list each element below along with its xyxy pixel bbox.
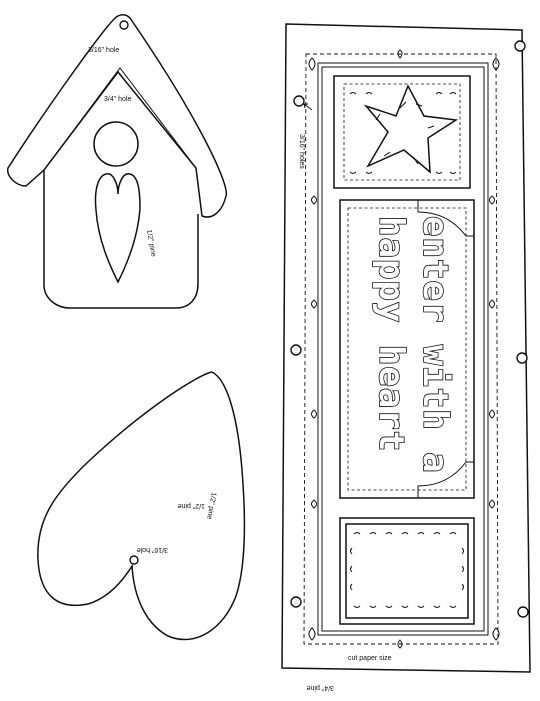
birdhouse-roof-bevel xyxy=(43,67,197,171)
heart-outline xyxy=(37,371,246,641)
sign-hole-mid-left xyxy=(290,344,302,356)
bottom-panel-stitches xyxy=(350,532,464,608)
sign-hole-top-left xyxy=(293,95,305,107)
sign-hole-bottom-left xyxy=(290,596,302,608)
sign-line-1: enter with a xyxy=(415,216,455,474)
heart-pattern: 3/16" hole 1/2" pine 1/2" pine xyxy=(37,371,246,641)
birdhouse-thickness-label: 1/2" pine xyxy=(145,229,157,257)
cut-paper-label: cut paper size xyxy=(348,655,392,662)
holes-arrow xyxy=(303,103,313,111)
cut-paper-dashed-border xyxy=(303,53,499,645)
heart-thickness-label-2: 1/2" pine xyxy=(205,492,217,520)
sign-hole-mid-right xyxy=(516,352,528,364)
sign-inner-border-outer xyxy=(317,62,489,636)
text-panel-corner-top xyxy=(417,200,474,237)
text-panel xyxy=(339,199,475,499)
sign-text-2: happy heart xyxy=(370,215,412,453)
birdhouse-pattern: 3/16" hole 3/4" hole 1/2" pine xyxy=(7,13,228,309)
text-panel-corner-bottom xyxy=(417,461,474,498)
star-panel-stitches xyxy=(349,92,457,174)
birdhouse-body xyxy=(43,170,199,309)
sign-line-2: happy heart xyxy=(371,216,411,452)
bottom-panel-inner xyxy=(345,523,469,619)
star-panel xyxy=(333,75,471,189)
sign-hole-top-right xyxy=(514,40,526,52)
star-icon xyxy=(363,84,459,174)
birdhouse-roof xyxy=(7,13,228,218)
birdhouse-heart-cutout xyxy=(94,173,141,284)
heart-hole-label: 3/16" hole xyxy=(137,546,168,553)
sign-text: enter with a xyxy=(414,215,456,474)
birdhouse-entry-hole-label: 3/4" hole xyxy=(104,96,132,103)
heart-hole xyxy=(129,555,139,565)
sign-hole-bottom-right xyxy=(517,606,529,618)
birdhouse-top-hole xyxy=(119,20,129,30)
sign-thickness-label: 3/4" pine xyxy=(306,684,334,691)
holes-label: 3/16" holes xyxy=(298,134,305,169)
birdhouse-top-hole-label: 3/16" hole xyxy=(88,47,119,54)
birdhouse-entry-hole xyxy=(93,121,139,167)
heart-thickness-label: 1/2" pine xyxy=(177,502,205,509)
star-panel-inner xyxy=(343,83,461,181)
sign-board-outline xyxy=(281,23,531,673)
text-panel-inner xyxy=(347,207,467,491)
bottom-panel xyxy=(339,517,475,625)
sign-inner-border-inner xyxy=(321,66,485,632)
sign-board-pattern: enter with a happy heart xyxy=(281,23,531,691)
star-stitch-marks xyxy=(375,101,435,165)
border-flourishes xyxy=(308,49,500,649)
